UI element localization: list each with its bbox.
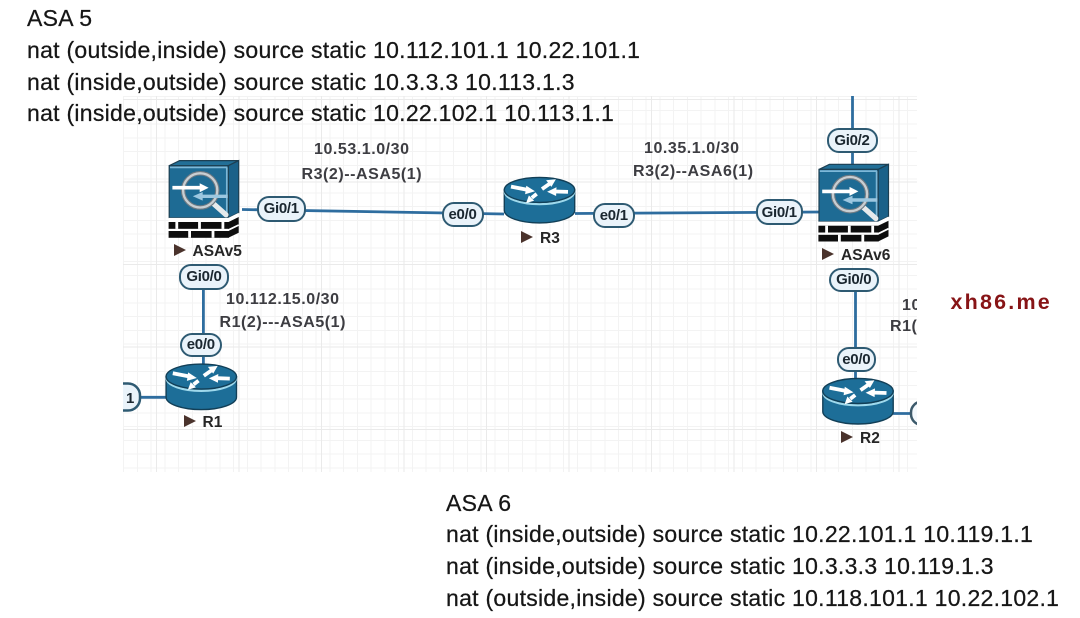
svg-text:1: 1 <box>126 390 134 407</box>
